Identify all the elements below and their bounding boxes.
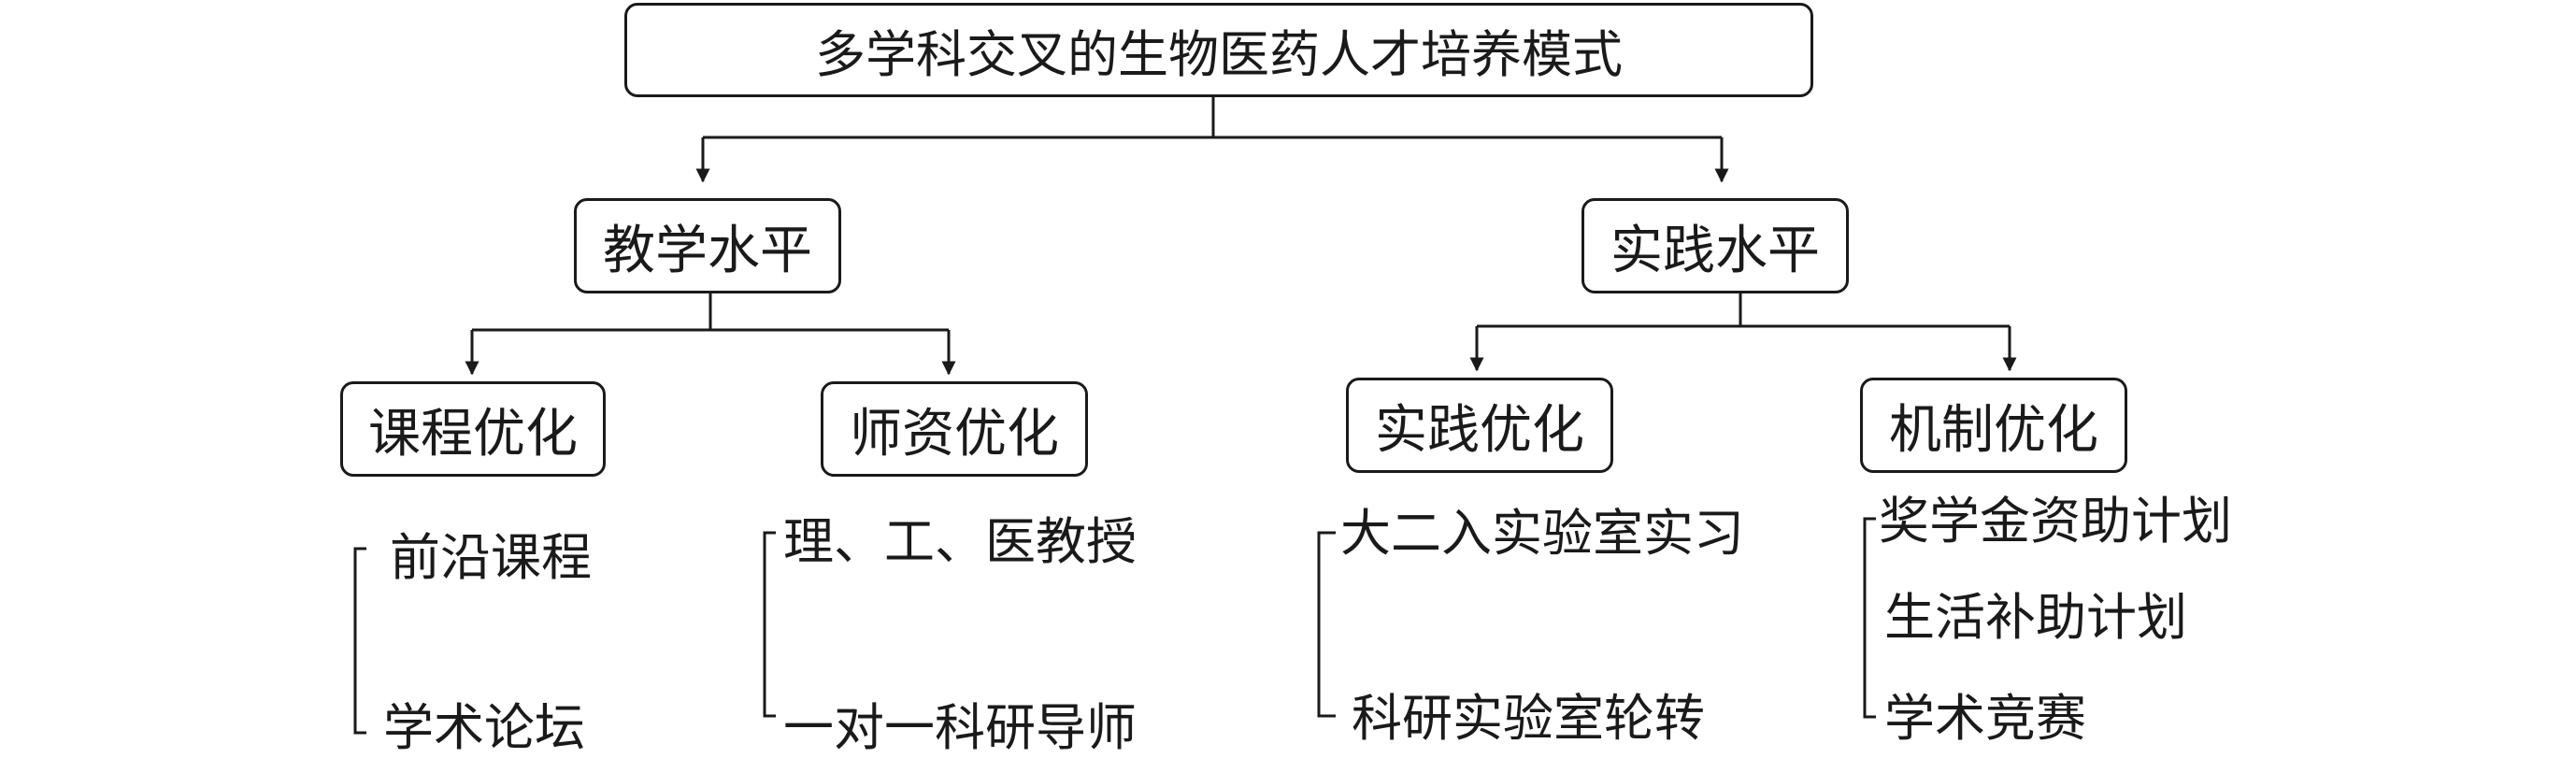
course-optimization-label: 课程优化 — [368, 403, 578, 465]
faculty-optimization-label: 师资优化 — [850, 403, 1059, 465]
root-connector — [703, 97, 1722, 139]
bracket-faculty — [763, 531, 776, 718]
bracket-mechanism — [1863, 517, 1876, 719]
teaching-connector — [472, 293, 949, 332]
list-item: 学术竞赛 — [1884, 689, 2086, 748]
course-optimization-box: 课程优化 — [340, 381, 606, 477]
list-item: 生活补助计划 — [1884, 588, 2187, 647]
practice-level-label: 实践水平 — [1610, 220, 1820, 281]
list-item: 学术论坛 — [383, 698, 585, 757]
list-item: 大二入实验室实习 — [1340, 504, 1744, 563]
mechanism-optimization-label: 机制优化 — [1889, 399, 2098, 461]
practice-optimization-box: 实践优化 — [1346, 378, 1613, 473]
faculty-optimization-box: 师资优化 — [821, 381, 1088, 477]
practice-level-box: 实践水平 — [1581, 198, 1849, 293]
list-item: 一对一科研导师 — [783, 698, 1137, 757]
mechanism-optimization-box: 机制优化 — [1860, 378, 2127, 473]
list-item: 科研实验室轮转 — [1352, 689, 1705, 748]
root-box: 多学科交叉的生物医药人才培养模式 — [624, 3, 1813, 97]
practice-optimization-label: 实践优化 — [1375, 399, 1584, 461]
practice-connector — [1477, 293, 2010, 328]
list-item: 理、工、医教授 — [783, 512, 1137, 571]
teaching-level-box: 教学水平 — [574, 198, 841, 293]
list-item: 奖学金资助计划 — [1879, 492, 2232, 551]
list-item: 前沿课程 — [390, 528, 592, 587]
bracket-course — [353, 547, 366, 735]
bracket-practice — [1317, 531, 1336, 718]
teaching-level-label: 教学水平 — [603, 220, 812, 281]
root-title: 多学科交叉的生物医药人才培养模式 — [815, 25, 1623, 84]
